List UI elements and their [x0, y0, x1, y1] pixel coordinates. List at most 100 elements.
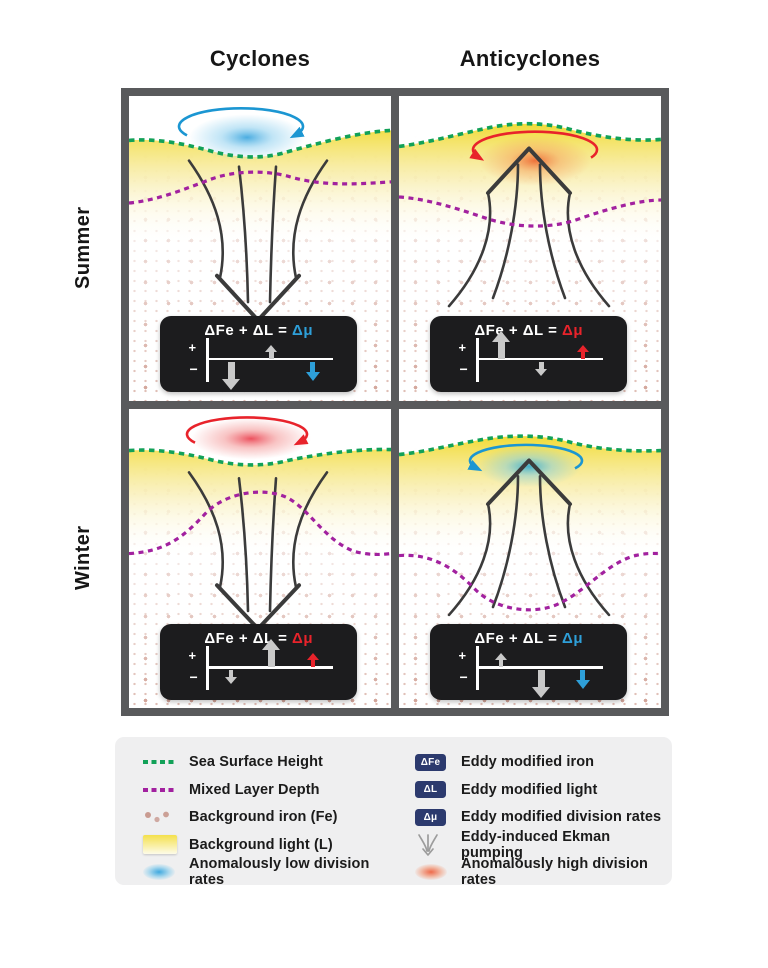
mixed-layer-depth-line — [399, 195, 661, 228]
plus-sign: + — [188, 648, 197, 664]
legend-item-sea-surface-height: Sea Surface Height — [143, 750, 408, 775]
scene-winter-anticyclones — [399, 434, 661, 617]
plus-sign: + — [458, 339, 467, 355]
plus-sign: + — [458, 648, 467, 664]
formula-text: ΔFe + ΔL = Δμ — [204, 630, 313, 648]
legend-right-column: ΔFe Eddy modified iron ΔL Eddy modified … — [415, 750, 665, 888]
ekman-pumping-icon — [415, 833, 461, 857]
legend-item-eddy-modified-division-rates: Δμ Eddy modified division rates — [415, 805, 665, 830]
legend-item-background-iron: Background iron (Fe) — [143, 805, 408, 830]
sea-surface-height-line — [399, 121, 661, 149]
delta-arrow-l-down — [532, 670, 551, 699]
low-division-glow — [189, 114, 305, 161]
high-division-glow — [191, 417, 311, 460]
panel-grid: ΔFe + ΔL = Δμ + − — [121, 88, 669, 716]
sea-surface-height-line — [129, 128, 391, 159]
panel-winter-anticyclones: ΔFe + ΔL = Δμ + − — [399, 409, 661, 708]
legend-item-eddy-modified-light: ΔL Eddy modified light — [415, 778, 665, 803]
delta-mu-term: Δμ — [562, 321, 583, 339]
ekman-pumping-up-arrow — [447, 146, 611, 308]
legend-left-column: Sea Surface Height Mixed Layer Depth Bac… — [143, 750, 408, 888]
cyclonic-circulation-arrow — [177, 106, 305, 139]
formula-box: ΔFe + ΔL = Δμ + − — [430, 624, 627, 701]
axis-horizontal-line — [208, 666, 333, 669]
scene-winter-cyclones — [129, 416, 391, 631]
delta-arrow-l-up — [262, 639, 281, 668]
panel-summer-cyclones: ΔFe + ΔL = Δμ + − — [129, 96, 391, 401]
legend-item-high-division-rates: Anomalously high division rates — [415, 856, 665, 888]
mixed-layer-depth-line — [129, 490, 391, 557]
formula-text: ΔFe + ΔL = Δμ — [474, 321, 583, 339]
axis-horizontal-line — [478, 666, 603, 669]
row-label-winter: Winter — [72, 525, 94, 591]
axis-vertical-line — [476, 337, 479, 382]
minus-sign: − — [189, 669, 198, 686]
delta-arrow-fe-down — [225, 670, 238, 685]
legend-item-low-division-rates: Anomalously low division rates — [143, 856, 408, 888]
low-division-glow — [477, 445, 581, 488]
legend-item-mixed-layer-depth: Mixed Layer Depth — [143, 778, 408, 803]
delta-arrow-fe-up — [495, 653, 508, 668]
plus-sign: + — [188, 339, 197, 355]
bar-arrows — [484, 330, 603, 386]
high-division-glow — [479, 135, 591, 186]
delta-mu-term: Δμ — [292, 630, 313, 648]
sign-axis: + − — [188, 337, 333, 390]
legend: Sea Surface Height Mixed Layer Depth Bac… — [115, 737, 672, 888]
cyclonic-circulation-arrow — [467, 443, 584, 472]
background-light-band — [129, 130, 391, 250]
delta-l-badge: ΔL — [415, 781, 446, 799]
minus-sign: − — [459, 669, 468, 686]
background-light-band — [399, 436, 661, 560]
sea-surface-height-icon — [143, 760, 189, 765]
axis-vertical-line — [206, 646, 209, 691]
background-light-icon — [143, 835, 189, 855]
scene-summer-cyclones — [129, 106, 391, 323]
delta-mu-badge: Δμ — [415, 808, 446, 826]
scene-summer-anticyclones — [399, 121, 661, 308]
row-label-summer: Summer — [72, 206, 94, 290]
sign-axis: + − — [458, 646, 603, 699]
anticyclonic-circulation-arrow — [469, 130, 599, 161]
axis-vertical-line — [476, 646, 479, 691]
formula-text: ΔFe + ΔL = Δμ — [474, 630, 583, 648]
bar-arrows — [214, 639, 333, 694]
mixed-layer-depth-line — [399, 551, 661, 612]
column-header-anticyclones: Anticyclones — [459, 46, 601, 71]
delta-arrow-mu-down — [305, 361, 320, 381]
sign-axis: + − — [188, 639, 333, 694]
legend-item-background-light: Background light (L) — [143, 833, 408, 858]
delta-fe-badge: ΔFe — [415, 753, 446, 771]
delta-arrow-fe-up — [492, 330, 511, 359]
delta-arrow-fe-down — [222, 361, 241, 390]
minus-sign: − — [459, 360, 468, 377]
bar-arrows — [484, 648, 603, 699]
formula-text: ΔFe + ΔL = Δμ — [204, 321, 313, 339]
bar-arrows — [214, 340, 333, 390]
axis-horizontal-line — [208, 357, 333, 361]
axis-horizontal-line — [478, 357, 603, 361]
panel-summer-anticyclones: ΔFe + ΔL = Δμ + − — [399, 96, 661, 401]
formula-box: ΔFe + ΔL = Δμ + − — [430, 315, 627, 392]
delta-mu-term: Δμ — [292, 321, 313, 339]
column-header-cyclones: Cyclones — [209, 46, 311, 71]
mixed-layer-depth-line — [129, 170, 391, 205]
axis-vertical-line — [206, 337, 209, 382]
minus-sign: − — [189, 360, 198, 377]
delta-arrow-mu-down — [575, 670, 590, 690]
legend-item-ekman-pumping: Eddy-induced Ekman pumping — [415, 829, 665, 861]
ekman-pumping-up-arrow — [447, 458, 611, 617]
delta-arrow-mu-up — [576, 344, 589, 359]
sea-surface-height-line — [129, 447, 391, 467]
legend-item-eddy-modified-iron: ΔFe Eddy modified iron — [415, 750, 665, 775]
delta-mu-term: Δμ — [562, 630, 583, 648]
sea-surface-height-line — [399, 434, 661, 457]
formula-box: ΔFe + ΔL = Δμ + − — [160, 624, 357, 701]
high-division-glow-icon — [415, 864, 461, 881]
panel-winter-cyclones: ΔFe + ΔL = Δμ + − — [129, 409, 391, 708]
anticyclonic-circulation-arrow — [185, 416, 309, 446]
delta-arrow-l-up — [265, 344, 278, 359]
delta-arrow-mu-up — [306, 653, 319, 668]
delta-arrow-l-down — [535, 361, 548, 376]
